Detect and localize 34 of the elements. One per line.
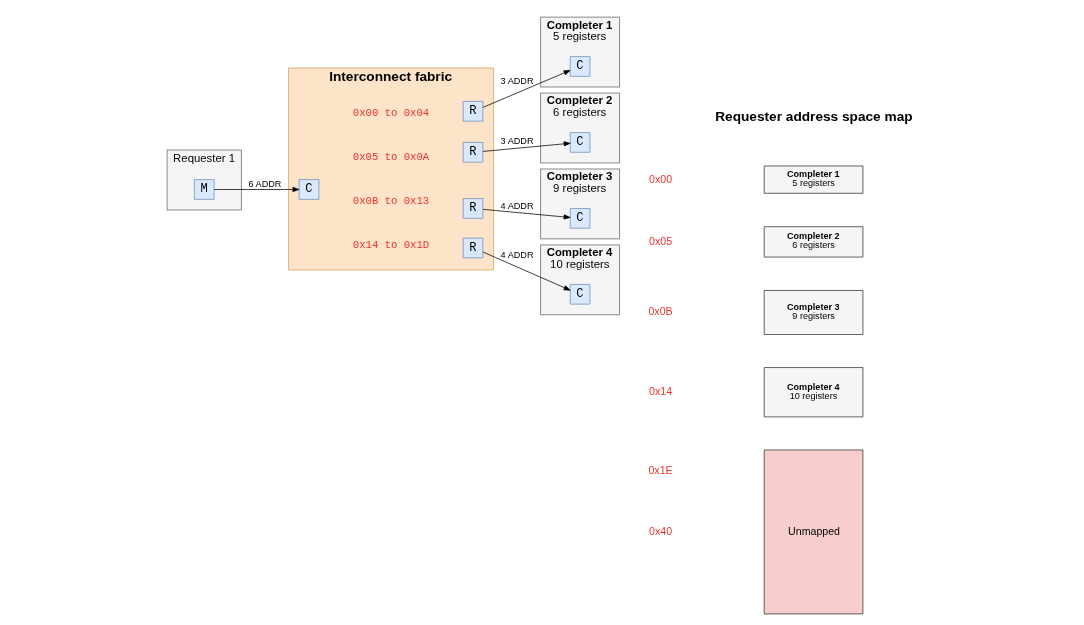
label: 0x05 to 0x0A — [352, 151, 429, 164]
edge-label: 4 ADDR — [500, 200, 534, 211]
node-box: R — [462, 198, 483, 219]
label: 0x1E — [647, 464, 673, 476]
label: 0x40 — [648, 524, 672, 537]
edge-label: 3 ADDR — [500, 136, 534, 147]
arrow — [213, 187, 299, 192]
label: 0x14 to 0x1D — [352, 239, 429, 252]
node-box: C — [569, 284, 590, 305]
node-box: Completer 3 9 registers — [763, 290, 863, 335]
label: 0x14 — [648, 385, 672, 398]
arrow — [482, 141, 570, 152]
node-box: Unmapped — [763, 449, 863, 615]
label: 0x00 — [648, 173, 672, 186]
node-box: C — [569, 132, 590, 153]
node-box: C — [298, 179, 319, 200]
edge-label: 6 ADDR — [248, 178, 281, 189]
node-box: R — [462, 142, 483, 163]
node-box: C — [569, 56, 590, 77]
label: 0x0B — [647, 305, 673, 318]
node-box: Completer 4 10 registers — [763, 367, 863, 418]
label: 0x05 — [648, 234, 672, 247]
edge-label: 4 ADDR — [500, 250, 534, 261]
node-box: Completer 2 6 registers — [763, 226, 863, 258]
label: 0x0B to 0x13 — [352, 195, 429, 208]
arrow — [482, 208, 570, 220]
label: 0x00 to 0x04 — [352, 107, 429, 120]
node-box: Completer 1 5 registers — [763, 165, 863, 194]
node-box: R — [462, 101, 483, 122]
node-box: M — [193, 179, 214, 200]
label: Requester address space map — [714, 109, 913, 125]
node-box: C — [569, 208, 590, 229]
node-box: R — [462, 237, 483, 259]
edge-label: 3 ADDR — [500, 75, 534, 86]
